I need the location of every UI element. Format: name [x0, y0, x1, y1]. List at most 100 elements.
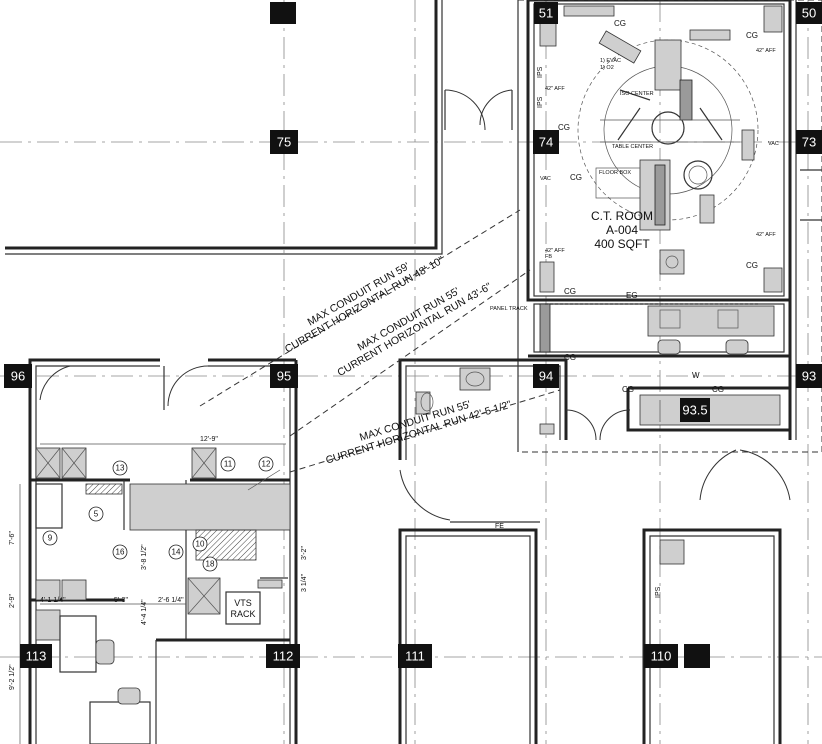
conduit-runs [199, 209, 561, 491]
vac-label-2: VAC [768, 141, 779, 147]
room-name: C.T. ROOM [591, 209, 653, 223]
control-area-equipment [539, 303, 775, 355]
callout-5: 5 [88, 506, 104, 522]
dim-3-8: 3'-8 1/2" [141, 544, 148, 570]
dim-2-9: 2'-9" [9, 594, 16, 608]
svg-text:112: 112 [273, 649, 294, 664]
callout-14: 14 [168, 544, 184, 560]
aff-label-4: 42" AFF [545, 248, 565, 254]
callout-11: 11 [220, 456, 236, 472]
ips-labels: IPS IPS IPS [537, 66, 662, 598]
svg-text:12: 12 [262, 460, 271, 469]
svg-text:9: 9 [48, 534, 53, 543]
room-111-walls [398, 528, 538, 744]
dim-12-9: 12'-9" [200, 436, 218, 443]
svg-text:94: 94 [539, 369, 553, 384]
grid-tag-73: 73 [796, 130, 822, 154]
grid-tag-96: 96 [4, 364, 32, 388]
ct-annotations: ISO CENTER TABLE CENTER FLOOR BOX 1) EVA… [490, 48, 779, 312]
lower-corridor: FE [399, 449, 791, 530]
grid-tag-75: 75 [270, 130, 298, 154]
dim-2-6: 2'-6 1/4" [158, 597, 184, 604]
cg-label-3: CG [558, 123, 570, 132]
cg-label-6: CG [564, 287, 576, 296]
left-room-walls [28, 358, 298, 744]
fb-label: FB [545, 254, 552, 260]
svg-text:51: 51 [539, 6, 553, 21]
grid-tag-111: 111 [398, 644, 432, 668]
o2-label: 1) O2 [600, 65, 614, 71]
callout-13: 13 [112, 460, 128, 476]
callout-12: 12 [258, 456, 274, 472]
grid-tag-113: 113 [20, 644, 52, 668]
grid-tag-93: 93 [796, 364, 822, 388]
svg-text:14: 14 [172, 548, 181, 557]
grid-tag-93-5: 93.5 [680, 398, 710, 422]
ips-label-3: IPS [655, 586, 662, 598]
conduit-1-max: MAX CONDUIT RUN 59' [305, 260, 411, 328]
ct-gantry [577, 29, 759, 275]
ips-label-2: IPS [537, 96, 544, 108]
grid-tag-112: 112 [266, 644, 300, 668]
w-label: W [692, 371, 700, 380]
callout-9: 9 [42, 530, 58, 546]
cg-label-9: CG [712, 385, 724, 394]
left-room-dimensions: 12'-9" 4'-1 1/4" 5'-3" 2'-6 1/4" 7'-6" 2… [9, 436, 308, 744]
room-number: A-004 [606, 223, 638, 237]
vts-rack-line1: VTS [234, 598, 252, 608]
dim-3-4: 3 1/4" [301, 573, 308, 592]
dim-5-3: 5'-3" [114, 597, 128, 604]
dim-4-1: 4'-1 1/4" [40, 597, 66, 604]
fe-label: FE [495, 523, 504, 530]
callout-16: 16 [112, 544, 128, 560]
grid-marker-square-top [270, 2, 296, 24]
cg-label-5: CG [746, 261, 758, 270]
svg-text:95: 95 [277, 369, 291, 384]
iso-center-label: ISO CENTER [620, 91, 654, 97]
right-edge-walls [539, 5, 822, 293]
aff-label-2: 42" AFF [756, 48, 776, 54]
svg-text:96: 96 [11, 369, 25, 384]
dim-3-2: 3'-2" [301, 546, 308, 560]
cg-label-2: CG [746, 31, 758, 40]
svg-text:11: 11 [224, 460, 233, 469]
svg-text:13: 13 [116, 464, 125, 473]
grid-tag-50: 50 [796, 2, 822, 24]
svg-text:50: 50 [802, 6, 816, 21]
grid-tag-74: 74 [533, 130, 559, 154]
room-75-walls [5, 0, 513, 255]
svg-text:113: 113 [26, 649, 47, 664]
svg-text:10: 10 [196, 540, 205, 549]
ips-label-1: IPS [537, 66, 544, 78]
aff-label-1: 42" AFF [545, 86, 565, 92]
grid-tag-95: 95 [270, 364, 298, 388]
vac-label: VAC [540, 176, 551, 182]
ct-room-label: C.T. ROOM A-004 400 SQFT [591, 209, 653, 251]
grid-tag-51: 51 [534, 2, 558, 24]
svg-text:111: 111 [405, 649, 425, 664]
evac-label: 1) EVAC [600, 58, 621, 64]
vts-rack-line2: RACK [230, 609, 255, 619]
grid-tag-110: 110 [644, 644, 678, 668]
eg-label: EG [626, 291, 638, 300]
svg-text:18: 18 [206, 560, 215, 569]
cg-labels: CG CG CG CG CG CG CG CG CG EG W [558, 19, 758, 394]
svg-text:93.5: 93.5 [682, 403, 707, 418]
svg-text:5: 5 [94, 510, 99, 519]
grid-tag-94: 94 [533, 364, 559, 388]
svg-text:75: 75 [277, 135, 291, 150]
callout-10: 10 [192, 536, 208, 552]
svg-text:74: 74 [539, 135, 553, 150]
floor-box-label: FLOOR BOX [599, 170, 631, 176]
panel-track-label: PANEL TRACK [490, 306, 528, 312]
room-94-walls [398, 358, 631, 460]
aff-label-3: 42" AFF [756, 232, 776, 238]
table-center-label: TABLE CENTER [612, 144, 653, 150]
grid-marker-square [684, 644, 710, 668]
dim-4-4: 4'-4 1/4" [141, 599, 148, 625]
conduit-note-2: MAX CONDUIT RUN 55' CURRENT HORIZONTAL R… [335, 280, 494, 378]
cg-label-8: CG [622, 385, 634, 394]
cg-label-4: CG [570, 173, 582, 182]
callout-circles: 13 11 12 5 9 10 14 16 18 [42, 456, 274, 572]
